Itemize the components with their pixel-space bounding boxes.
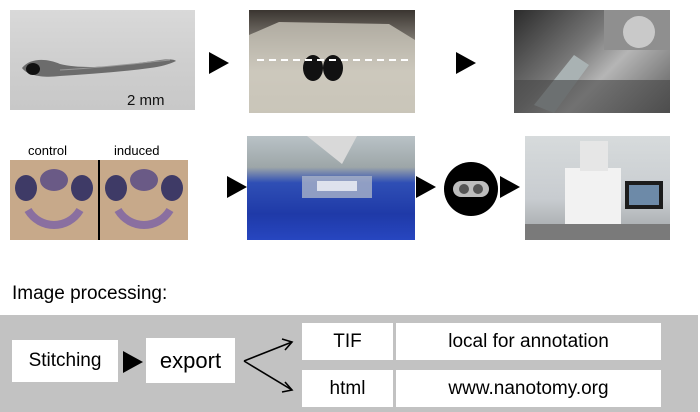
arrow-right-icon bbox=[227, 176, 247, 198]
grid-icon bbox=[444, 162, 498, 216]
grid-icon-drawing bbox=[453, 181, 489, 197]
ultramicrotome-knife-drawing bbox=[302, 136, 372, 198]
embedded-sample-drawing bbox=[249, 22, 415, 113]
zebrafish-larva-photo: 2 mm bbox=[10, 10, 195, 110]
image-processing-title: Image processing: bbox=[12, 283, 168, 304]
control-label: control bbox=[28, 143, 68, 158]
arrow-right-icon bbox=[123, 351, 143, 373]
arrow-right-icon bbox=[209, 52, 229, 74]
ultramicrotome-knife-photo bbox=[247, 136, 415, 240]
induced-label: induced bbox=[114, 143, 160, 158]
microtome-drawing bbox=[514, 10, 670, 113]
electron-microscope-drawing bbox=[525, 141, 670, 240]
microtome-photo bbox=[514, 10, 670, 113]
tissue-sections-drawing bbox=[10, 160, 188, 240]
stitching-step: Stitching bbox=[12, 340, 118, 382]
electron-microscope-photo bbox=[525, 136, 670, 240]
html-format-box: html bbox=[302, 370, 393, 407]
branch-arrows-icon bbox=[243, 338, 294, 393]
tissue-sections-photo bbox=[10, 160, 188, 240]
embedded-sample-photo bbox=[249, 10, 415, 113]
scale-bar-label: 2 mm bbox=[127, 92, 165, 109]
export-step: export bbox=[146, 338, 235, 383]
arrow-right-icon bbox=[456, 52, 476, 74]
html-description-box: www.nanotomy.org bbox=[396, 370, 661, 407]
arrow-right-icon bbox=[500, 176, 520, 198]
zebrafish-larva-drawing bbox=[22, 59, 176, 77]
tif-format-box: TIF bbox=[302, 323, 393, 360]
arrow-right-icon bbox=[416, 176, 436, 198]
tif-description-box: local for annotation bbox=[396, 323, 661, 360]
